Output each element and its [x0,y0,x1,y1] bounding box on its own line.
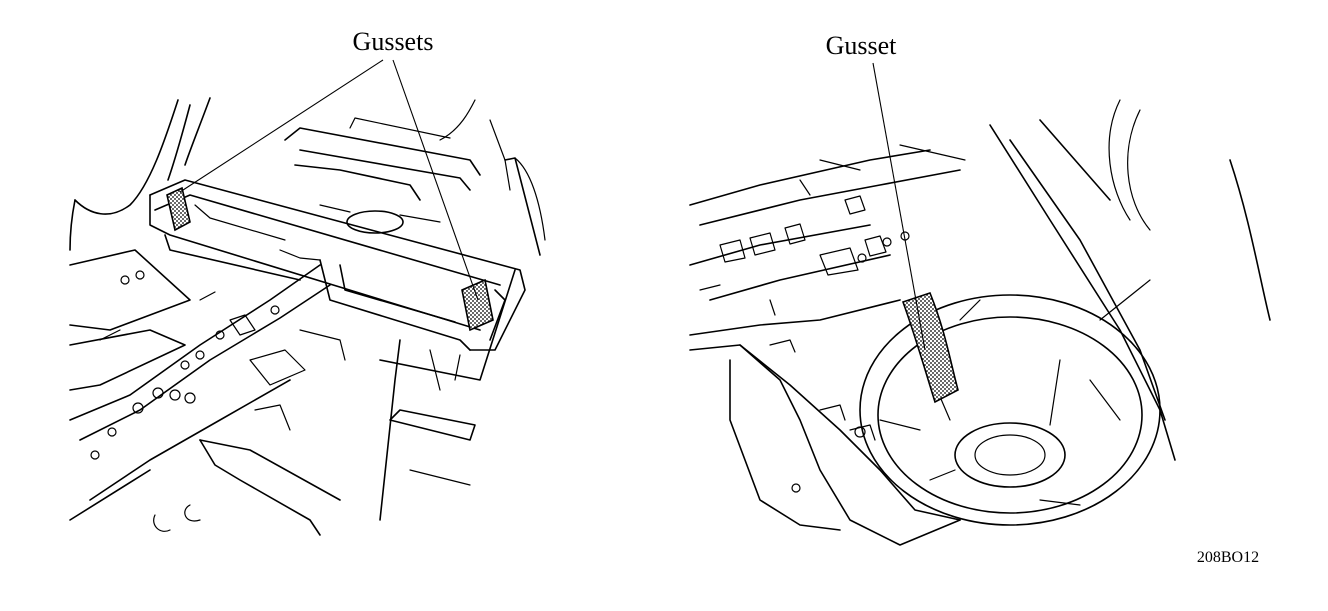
right-leader-line [872,62,926,351]
figure-code: 208BO12 [1197,549,1259,566]
left-leader-line-rear [392,59,479,301]
left-rail-holes [90,270,280,460]
left-gusset-rear [461,278,494,332]
left-leader-line-front [179,59,384,193]
right-body-outline [689,99,1271,546]
right-callout-label: Gusset [826,31,898,60]
right-bracket-details [699,195,910,493]
left-gusset-front [166,186,191,232]
left-illustration: Gussets [69,27,546,536]
right-spare-tire-well [859,294,1161,526]
left-body-outline [69,97,546,256]
left-callout-label: Gussets [353,27,434,56]
left-cross-member [149,179,526,351]
left-floor-panel [69,249,516,536]
right-gusset [901,292,959,404]
right-illustration: Gusset [689,31,1271,546]
